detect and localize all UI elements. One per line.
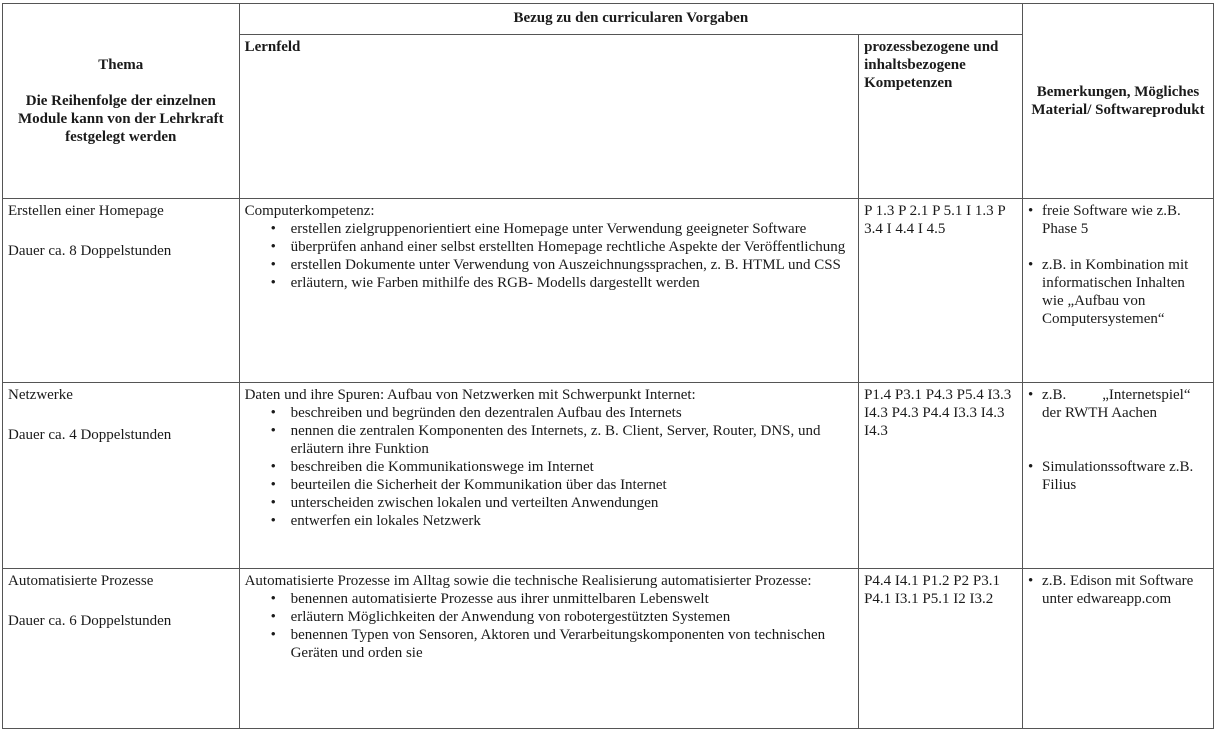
cell-bemerkungen: z.B.„Internetspiel“ der RWTH Aachen Simu… <box>1022 382 1214 569</box>
cell-lernfeld: Automatisierte Prozesse im Alltag sowie … <box>238 568 860 729</box>
list-item: erstellen zielgruppenorientiert eine Hom… <box>245 220 854 238</box>
thema-title: Automatisierte Prozesse <box>8 573 154 589</box>
list-item: Simulationssoftware z.B. Filius <box>1028 458 1208 494</box>
list-item: nennen die zentralen Komponenten des Int… <box>245 422 854 458</box>
list-item: überprüfen anhand einer selbst erstellte… <box>245 238 854 256</box>
list-item: entwerfen ein lokales Netzwerk <box>245 512 854 530</box>
list-item: benennen Typen von Sensoren, Aktoren und… <box>245 626 854 662</box>
list-item: beschreiben die Kommunikationswege im In… <box>245 458 854 476</box>
table-row: Netzwerke Dauer ca. 4 Doppelstunden Date… <box>2 382 1214 569</box>
list-item: erläutern Möglichkeiten der Anwendung vo… <box>245 608 854 626</box>
table-row: Automatisierte Prozesse Dauer ca. 6 Dopp… <box>2 568 1214 729</box>
lernfeld-intro: Automatisierte Prozesse im Alltag sowie … <box>244 573 812 589</box>
bemerkung-prefix: z.B. <box>1042 387 1067 403</box>
lernfeld-intro: Computerkompetenz: <box>244 203 375 219</box>
bemerkung-rest: „Internetspiel“ der RWTH Aachen <box>1042 387 1191 421</box>
list-item: z.B. Edison mit Software unter edwareapp… <box>1028 572 1208 608</box>
header-thema: Thema Die Reihenfolge der einzelnen Modu… <box>2 3 240 199</box>
thema-title: Netzwerke <box>8 387 73 403</box>
header-row-top: Thema Die Reihenfolge der einzelnen Modu… <box>2 3 1214 199</box>
list-item: freie Software wie z.B. Phase 5 <box>1028 202 1208 238</box>
cell-bemerkungen: freie Software wie z.B. Phase 5 z.B. in … <box>1022 198 1214 383</box>
lernfeld-intro: Daten und ihre Spuren: Aufbau von Netzwe… <box>244 387 696 403</box>
curriculum-table: Thema Die Reihenfolge der einzelnen Modu… <box>2 3 1214 729</box>
header-thema-note: Die Reihenfolge der einzelnen Module kan… <box>18 93 224 145</box>
header-bemerkungen: Bemerkungen, Mögliches Material/ Softwar… <box>1022 3 1214 199</box>
list-item: z.B. in Kombination mit informatischen I… <box>1028 256 1208 328</box>
list-item: erstellen Dokumente unter Verwendung von… <box>245 256 854 274</box>
cell-kompetenzen: P4.4 I4.1 P1.2 P2 P3.1 P4.1 I3.1 P5.1 I2… <box>858 568 1024 729</box>
cell-kompetenzen: P1.4 P3.1 P4.3 P5.4 I3.3 I4.3 P4.3 P4.4 … <box>858 382 1024 569</box>
header-group-title: Bezug zu den curricularen Vorgaben <box>238 3 1024 35</box>
list-item: beurteilen die Sicherheit der Kommunikat… <box>245 476 854 494</box>
header-row-sub: Lernfeld prozessbezogene und inhaltsbezo… <box>3 34 1214 199</box>
thema-dauer: Dauer ca. 6 Doppelstunden <box>8 613 172 629</box>
list-item: erläutern, wie Farben mithilfe des RGB- … <box>245 274 854 292</box>
list-item: unterscheiden zwischen lokalen und verte… <box>245 494 854 512</box>
header-lernfeld: Lernfeld <box>238 34 860 199</box>
thema-dauer: Dauer ca. 8 Doppelstunden <box>8 243 172 259</box>
cell-thema: Netzwerke Dauer ca. 4 Doppelstunden <box>2 382 240 569</box>
cell-bemerkungen: z.B. Edison mit Software unter edwareapp… <box>1022 568 1214 729</box>
thema-dauer: Dauer ca. 4 Doppelstunden <box>8 427 172 443</box>
thema-title: Erstellen einer Homepage <box>8 203 164 219</box>
cell-lernfeld: Computerkompetenz: erstellen zielgruppen… <box>238 198 860 383</box>
table-row: Erstellen einer Homepage Dauer ca. 8 Dop… <box>2 198 1214 383</box>
header-kompetenzen: prozessbezogene und inhaltsbezogene Komp… <box>858 34 1024 199</box>
cell-thema: Automatisierte Prozesse Dauer ca. 6 Dopp… <box>2 568 240 729</box>
cell-thema: Erstellen einer Homepage Dauer ca. 8 Dop… <box>2 198 240 383</box>
header-thema-title: Thema <box>98 57 144 73</box>
cell-lernfeld: Daten und ihre Spuren: Aufbau von Netzwe… <box>238 382 860 569</box>
list-item: beschreiben und begründen den dezentrale… <box>245 404 854 422</box>
cell-kompetenzen: P 1.3 P 2.1 P 5.1 I 1.3 P 3.4 I 4.4 I 4.… <box>858 198 1024 383</box>
list-item: benennen automatisierte Prozesse aus ihr… <box>245 590 854 608</box>
list-item: z.B.„Internetspiel“ der RWTH Aachen <box>1028 386 1208 422</box>
